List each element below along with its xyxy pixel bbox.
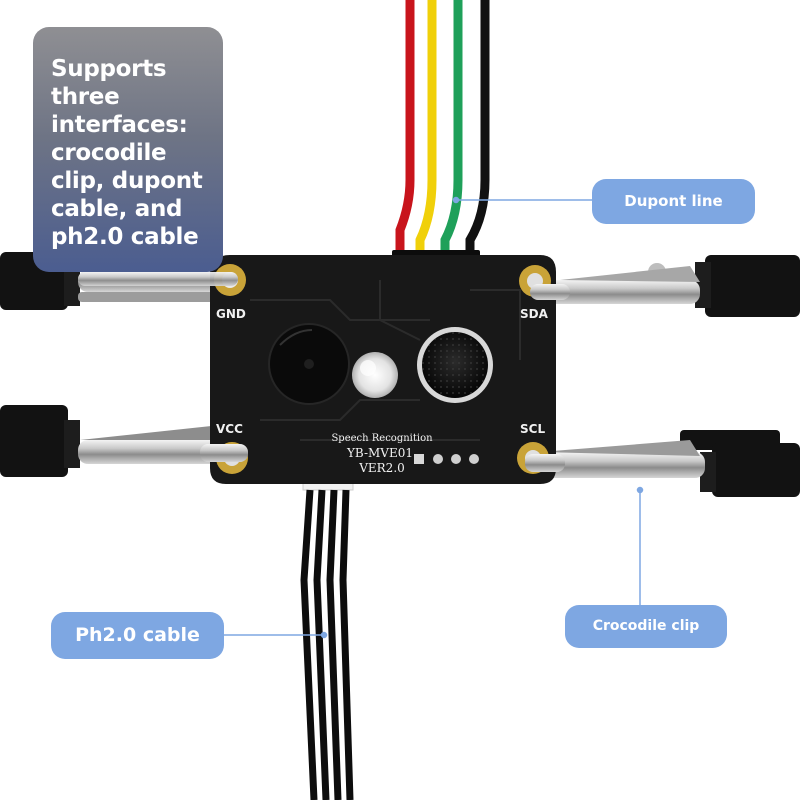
ph20-cable-label: Ph2.0 cable [51, 612, 224, 659]
pad-label-sda: SDA [520, 307, 549, 321]
silkscreen-version: VER2.0 [358, 461, 405, 475]
pad-label-scl: SCL [520, 422, 545, 436]
microphone [417, 327, 493, 403]
dupont-wires [392, 0, 490, 268]
ph20-cable [300, 469, 354, 800]
pad-label-gnd: GND [216, 307, 246, 321]
silkscreen-title: Speech Recognition [331, 433, 433, 444]
pad-label-vcc: VCC [216, 422, 243, 436]
silkscreen-model: YB-MVE01 [346, 446, 413, 460]
crocodile-clip-right-bottom [525, 430, 800, 497]
crocodile-clip-label: Crocodile clip [565, 605, 727, 648]
callout-connectors [224, 196, 644, 639]
crocodile-clip-right-top [530, 255, 800, 317]
header-pins [414, 454, 479, 464]
led [352, 352, 398, 398]
buzzer [268, 323, 350, 405]
interfaces-text: Supports three interfaces: crocodile cli… [51, 56, 203, 250]
interfaces-info-box: Supports three interfaces: crocodile cli… [33, 27, 223, 272]
dupont-line-label: Dupont line [592, 179, 755, 224]
